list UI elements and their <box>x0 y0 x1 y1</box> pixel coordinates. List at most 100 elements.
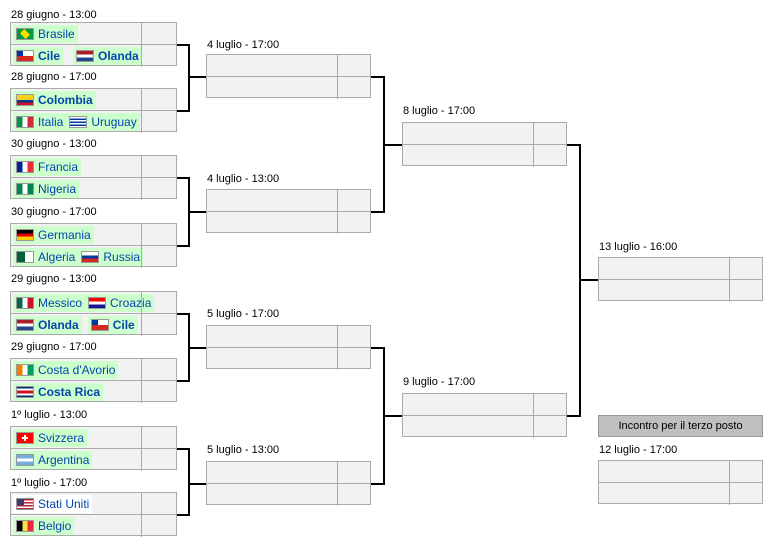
match-date: 4 luglio - 17:00 <box>207 39 280 51</box>
score-cell <box>337 348 338 370</box>
team-olanda-link[interactable]: Olanda <box>38 318 79 332</box>
match-box <box>206 54 371 99</box>
score-cell <box>337 484 338 506</box>
team-francia-link[interactable]: Francia <box>38 160 79 174</box>
score-cell <box>141 449 142 471</box>
bracket-line <box>177 514 189 516</box>
match-date: 29 giugno - 17:00 <box>11 341 97 353</box>
team-uruguay-link[interactable]: Uruguay <box>91 115 137 129</box>
netherlands-flag-icon <box>76 50 95 62</box>
team-slot: Messico Croazia <box>11 292 155 314</box>
team-svizzera-link[interactable]: Svizzera <box>38 431 85 445</box>
team-colombia-link[interactable]: Colombia <box>38 93 93 107</box>
team-costa-rica-link[interactable]: Costa Rica <box>38 385 101 399</box>
bracket-line <box>177 177 189 179</box>
team-belgio-link[interactable]: Belgio <box>38 519 72 533</box>
match-box <box>206 189 371 234</box>
team-slot: Italia Uruguay <box>11 111 140 133</box>
bracket-line <box>177 313 189 315</box>
team-slot: Brasile <box>11 23 78 45</box>
team-stati-uniti-link[interactable]: Stati Uniti <box>38 497 90 511</box>
bracket-line <box>177 44 189 46</box>
team-slot: Colombia <box>11 89 96 111</box>
bracket-line <box>371 211 384 213</box>
team-messico-link[interactable]: Messico <box>38 296 83 310</box>
team-croazia-link[interactable]: Croazia <box>110 296 152 310</box>
nigeria-flag-icon <box>16 183 34 195</box>
score-cell <box>141 515 142 537</box>
mexico-flag-icon <box>16 297 34 309</box>
score-cell <box>141 493 142 515</box>
bracket-line <box>177 110 189 112</box>
team-russia-link[interactable]: Russia <box>103 250 141 264</box>
match-date: 30 giugno - 17:00 <box>11 206 97 218</box>
match-box <box>402 393 567 438</box>
bracket-line <box>383 144 402 146</box>
france-flag-icon <box>16 161 34 173</box>
bracket-line <box>177 380 189 382</box>
score-cell <box>337 190 338 212</box>
team-brasile-link[interactable]: Brasile <box>38 27 75 41</box>
score-cell <box>729 280 730 302</box>
team-slot: Svizzera <box>11 427 88 449</box>
match-box: Francia Nigeria <box>10 155 177 200</box>
final-match-box <box>598 257 763 302</box>
team-slot: Argentina <box>11 449 93 471</box>
team-cile-link[interactable]: Cile <box>112 318 135 332</box>
third-place-header: Incontro per il terzo posto <box>598 415 763 437</box>
score-cell <box>337 462 338 484</box>
match-box: Brasile Cile Olanda <box>10 22 177 67</box>
netherlands-flag-icon <box>16 319 34 331</box>
bracket-line <box>371 76 384 78</box>
bracket-line <box>188 448 190 516</box>
bracket-line <box>188 211 206 213</box>
team-slot: Belgio <box>11 515 75 537</box>
score-cell <box>141 292 142 314</box>
team-olanda-link[interactable]: Olanda <box>98 49 139 63</box>
chile-flag-icon <box>16 50 34 62</box>
score-cell <box>729 461 730 483</box>
score-cell <box>141 111 142 133</box>
score-cell <box>337 212 338 234</box>
score-cell <box>141 381 142 403</box>
team-slot: Costa Rica <box>11 381 104 403</box>
team-nigeria-link[interactable]: Nigeria <box>38 182 77 196</box>
switzerland-flag-icon <box>16 432 34 444</box>
team-cile-link[interactable]: Cile <box>38 49 61 63</box>
score-cell <box>533 123 534 145</box>
team-slot: Costa d'Avorio <box>11 359 119 381</box>
algeria-flag-icon <box>16 251 34 263</box>
belgium-flag-icon <box>16 520 34 532</box>
team-germania-link[interactable]: Germania <box>38 228 91 242</box>
match-date: 5 luglio - 17:00 <box>207 308 280 320</box>
match-date: 30 giugno - 13:00 <box>11 138 97 150</box>
team-algeria-link[interactable]: Algeria <box>38 250 76 264</box>
team-italia-link[interactable]: Italia <box>38 115 64 129</box>
score-cell <box>141 359 142 381</box>
match-box: Messico Croazia Olanda Cile <box>10 291 177 336</box>
team-costa-davorio-link[interactable]: Costa d'Avorio <box>38 363 116 377</box>
score-cell <box>337 55 338 77</box>
team-slot: Cile Olanda <box>11 45 142 67</box>
match-date: 13 luglio - 16:00 <box>599 241 678 253</box>
match-date: 9 luglio - 17:00 <box>403 376 476 388</box>
match-date: 1º luglio - 13:00 <box>11 409 88 421</box>
score-cell <box>729 483 730 505</box>
score-cell <box>141 23 142 45</box>
bracket-line <box>567 415 580 417</box>
score-cell <box>141 246 142 268</box>
chile-flag-icon <box>90 319 109 331</box>
team-argentina-link[interactable]: Argentina <box>38 453 90 467</box>
match-date: 28 giugno - 17:00 <box>11 71 97 83</box>
match-box <box>206 461 371 506</box>
team-slot: Stati Uniti <box>11 493 93 515</box>
score-cell <box>141 427 142 449</box>
argentina-flag-icon <box>16 454 34 466</box>
brazil-flag-icon <box>16 28 34 40</box>
bracket-line <box>177 245 189 247</box>
score-cell <box>141 45 142 67</box>
bracket-line <box>177 448 189 450</box>
team-slot: Nigeria <box>11 178 80 200</box>
croatia-flag-icon <box>88 297 107 309</box>
score-cell <box>141 156 142 178</box>
